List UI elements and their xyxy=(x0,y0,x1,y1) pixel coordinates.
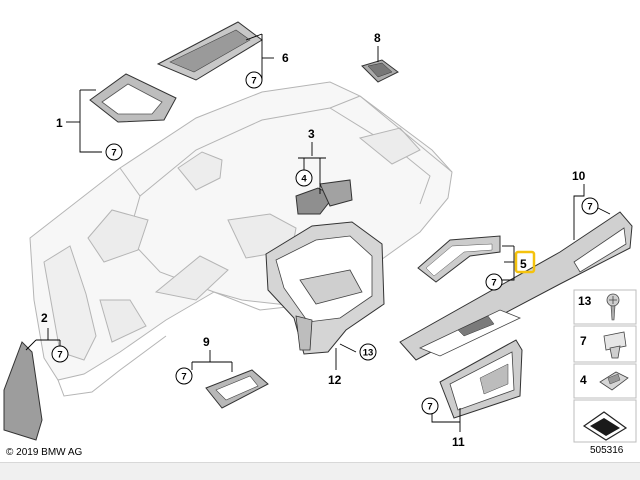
svg-text:7: 7 xyxy=(587,202,592,213)
callout-circle: 7 xyxy=(245,71,263,89)
callout-circle: 7 xyxy=(175,367,193,385)
screw-icon xyxy=(606,293,620,321)
callout-circle: 13 xyxy=(359,343,377,361)
part-1-bezel xyxy=(89,73,177,123)
fastener-legend: 13 7 4 xyxy=(573,289,637,443)
part-6-grille xyxy=(156,21,263,81)
footer-bar xyxy=(0,463,640,480)
part-label-11: 11 xyxy=(452,435,465,449)
copyright-text: © 2019 BMW AG xyxy=(6,447,83,458)
nut-clip-icon xyxy=(599,371,629,391)
svg-text:7: 7 xyxy=(251,76,256,87)
part-12-carrier xyxy=(265,221,385,355)
svg-text:4: 4 xyxy=(301,174,307,185)
callout-circle: 7 xyxy=(485,273,503,291)
part-label-9: 9 xyxy=(203,335,210,349)
svg-text:7: 7 xyxy=(111,148,116,159)
legend-cell-13 xyxy=(573,289,637,325)
footer-divider xyxy=(0,462,640,463)
part-3-brackets xyxy=(295,179,353,215)
part-9-switch-panel xyxy=(205,369,269,409)
svg-text:7: 7 xyxy=(181,372,186,383)
part-10-trim-strip xyxy=(399,211,633,361)
callouts: 7 7 4 7 7 7 7 7 xyxy=(51,71,599,415)
callout-circle: 7 xyxy=(105,143,123,161)
callout-circle: 7 xyxy=(581,197,599,215)
clip-icon xyxy=(603,331,627,359)
part-11-lower-panel xyxy=(439,339,523,419)
svg-text:13: 13 xyxy=(363,348,374,359)
part-2-side-trim xyxy=(3,341,43,441)
svg-text:7: 7 xyxy=(57,350,62,361)
diagram-number: 505316 xyxy=(590,445,624,456)
part-8-vent xyxy=(361,59,399,83)
callout-circle: 7 xyxy=(51,345,69,363)
part-label-10: 10 xyxy=(572,169,586,183)
part-label-2: 2 xyxy=(41,311,48,325)
part-label-1: 1 xyxy=(56,116,63,130)
part-label-5: 5 xyxy=(520,257,527,271)
part-5-trim xyxy=(417,235,501,283)
part-label-8: 8 xyxy=(374,31,381,45)
adhesive-strip-icon xyxy=(582,411,628,441)
part-label-6: 6 xyxy=(282,51,289,65)
legend-label: 13 xyxy=(578,294,592,308)
leader-lines xyxy=(25,33,611,432)
highlight-box xyxy=(514,250,536,274)
svg-text:7: 7 xyxy=(491,278,496,289)
legend-label: 4 xyxy=(580,373,587,387)
dashboard-outline xyxy=(29,81,453,397)
callout-circle: 7 xyxy=(421,397,439,415)
part-label-12: 12 xyxy=(328,373,342,387)
legend-label: 7 xyxy=(580,334,587,348)
part-label-3: 3 xyxy=(308,127,315,141)
svg-text:7: 7 xyxy=(427,402,432,413)
callout-circle: 4 xyxy=(295,169,313,187)
